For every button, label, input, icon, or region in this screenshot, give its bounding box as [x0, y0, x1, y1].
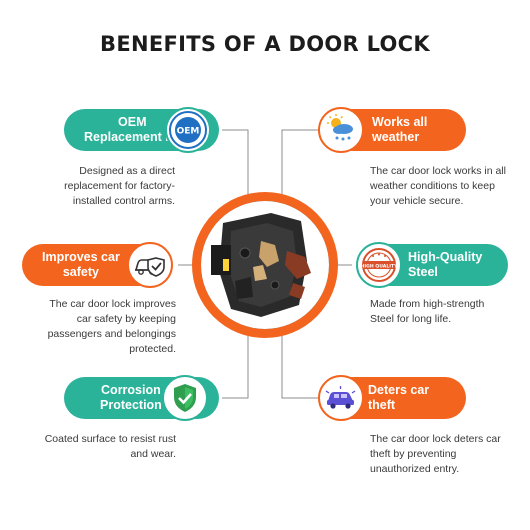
feature-oem-description: Designed as a direct replacement for fac…	[64, 165, 175, 207]
feature-corrosion-description: Coated surface to resist rust and wear.	[44, 433, 176, 460]
feature-weather-label: Works all weather	[372, 115, 428, 144]
feature-theft-label: Deters car theft	[368, 383, 430, 412]
feature-safety-description: The car door lock improves car safety by…	[47, 298, 176, 355]
quality-stamp-text: HIGH QUALITY	[361, 263, 399, 269]
weather-icon	[318, 107, 364, 153]
feature-steel-description: Made from high-strength Steel for long l…	[370, 298, 485, 325]
page-title: BENEFITS OF A DOOR LOCK	[100, 32, 430, 56]
oem-badge-icon: OEM	[165, 107, 211, 153]
shield-check-icon	[162, 375, 208, 421]
door-lock-product-image	[192, 192, 338, 338]
high-quality-stamp-icon: HIGH QUALITY	[356, 242, 402, 288]
oem-badge-text: OEM	[177, 127, 200, 137]
car-theft-icon	[318, 375, 364, 421]
feature-corrosion-label: Corrosion Protection	[100, 383, 162, 412]
feature-weather-description: The car door lock works in all weather c…	[370, 165, 506, 207]
door-lock-icon	[201, 201, 329, 329]
feature-steel-label: High-Quality Steel	[408, 250, 483, 279]
car-shield-icon	[127, 242, 173, 288]
feature-theft-description: The car door lock deters car theft by pr…	[370, 433, 501, 475]
feature-safety-label: Improves car safety	[42, 250, 120, 279]
